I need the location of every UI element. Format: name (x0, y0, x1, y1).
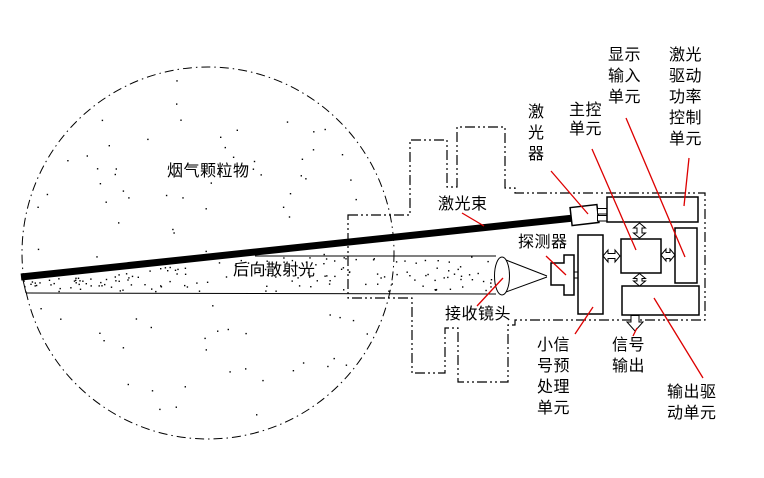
leader-laser (550, 170, 589, 215)
display-input-unit-box (674, 227, 698, 284)
small-signal-preprocessing-unit-box (577, 234, 604, 315)
leader-display-input (625, 117, 686, 258)
leader-receiving-lens (476, 277, 504, 307)
leader-lines (461, 117, 704, 379)
leader-laser-drive-power (683, 157, 690, 207)
particle-dots (30, 80, 493, 416)
label-backscattered-light: 后向散射光 (233, 260, 316, 279)
focus-cone-lines (505, 259, 548, 293)
label-main-control-unit: 主控 单元 (569, 100, 603, 138)
bus-arrow-left-icon (602, 248, 621, 264)
leader-detector (545, 255, 567, 276)
label-smoke-particles: 烟气颗粒物 (167, 161, 250, 180)
leader-laser-beam (461, 212, 485, 227)
leader-signal-output (632, 327, 638, 337)
bus-arrow-bottom-icon (632, 272, 647, 287)
leader-small-signal (574, 306, 594, 335)
bus-arrow-right-icon (660, 247, 676, 263)
receiving-lens-shape (494, 256, 510, 296)
leader-output-drive (653, 297, 704, 379)
bus-arrow-top-icon (632, 222, 647, 239)
label-small-signal-preprocessing-unit: 小信 号预 处理 单元 (537, 335, 571, 417)
label-signal-output: 信号 输出 (612, 335, 646, 375)
label-display-input-unit: 显示 输入 单元 (608, 45, 642, 106)
signal-output-arrow-icon (625, 315, 645, 332)
probe-housing-outline (347, 126, 706, 383)
leader-main-control (591, 148, 637, 251)
label-laser-beam: 激光束 (438, 194, 488, 213)
laser-connector-pin (597, 215, 608, 222)
label-laser: 激 光 器 (528, 102, 545, 163)
laser-beam-line (20, 214, 575, 281)
label-output-drive-unit: 输出驱 动单元 (667, 382, 717, 422)
laser-connector-pin (597, 208, 608, 215)
output-drive-unit-box (621, 285, 700, 316)
label-laser-drive-power-control-unit: 激光 驱动 功率 控制 单元 (669, 45, 703, 148)
label-receiving-lens: 接收镜头 (445, 304, 512, 323)
detector-shape (550, 254, 575, 296)
main-control-unit-box (620, 238, 662, 274)
scatter-tube-bottom-line (25, 292, 497, 295)
laser-head-shape (569, 203, 600, 227)
smoke-region-circle (21, 66, 395, 440)
label-detector: 探测器 (518, 232, 568, 251)
scatter-tube-left-edge (22, 279, 27, 294)
